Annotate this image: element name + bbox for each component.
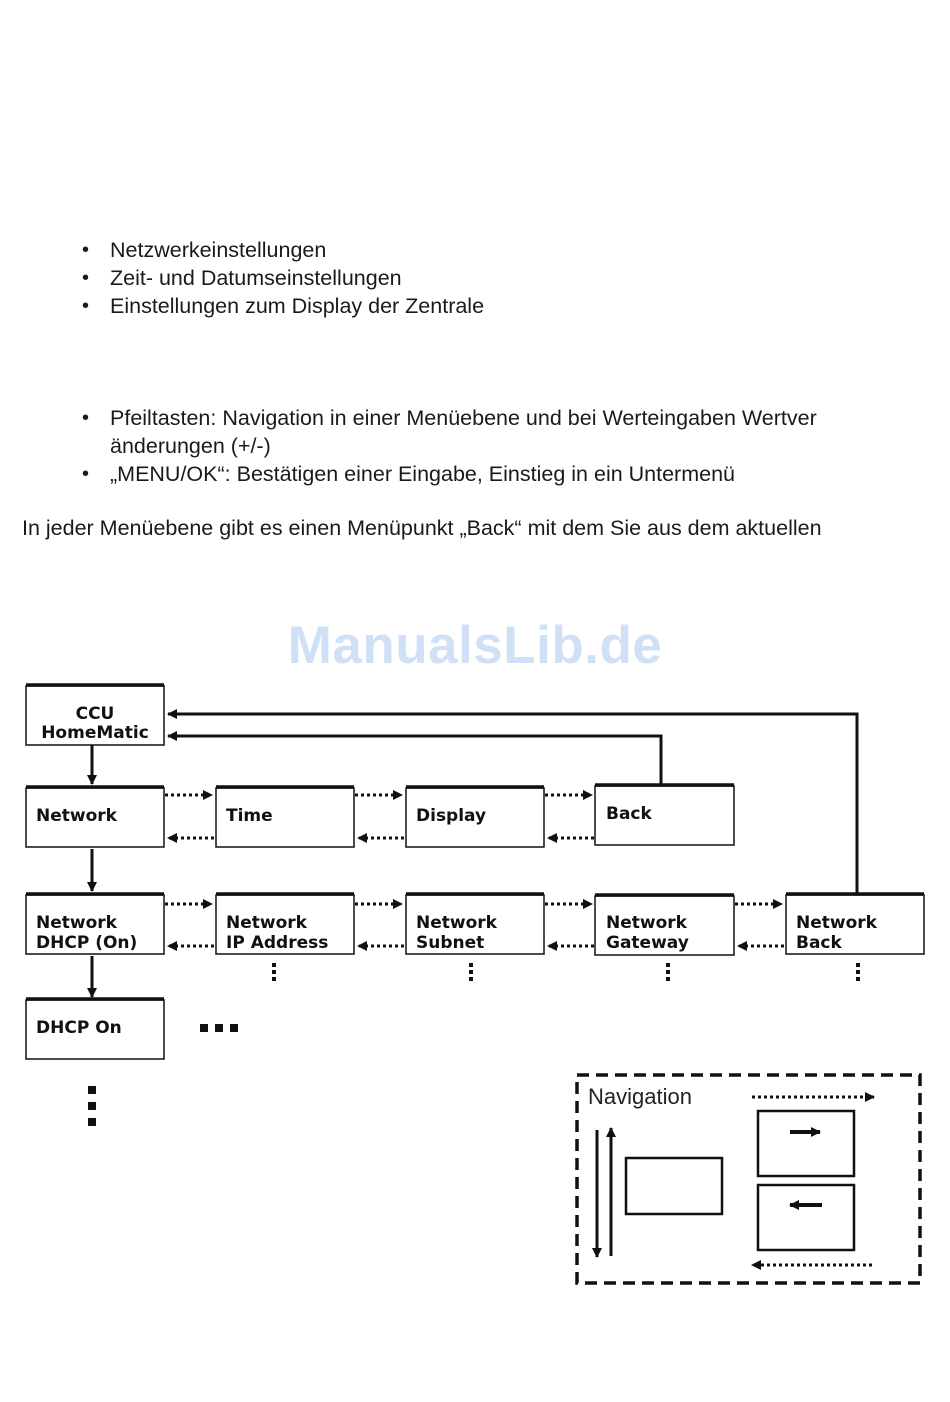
list-item-line: Pfeiltasten: Navigation in einer Menüebe…: [110, 406, 817, 430]
box-time-label: Time: [226, 806, 273, 826]
box-back-label: Back: [606, 804, 653, 824]
list-item: Pfeiltasten: Navigation in einer Menüebe…: [0, 404, 817, 460]
arrow-netback-to-ccu: [167, 709, 859, 893]
display-screen-icon: [624, 1156, 724, 1216]
box-netback-line1: Network: [796, 913, 878, 933]
box-dhcp-on-label: DHCP On: [36, 1018, 122, 1038]
legend-title: Navigation: [588, 1084, 692, 1109]
list-item-line: änderungen (+/-): [110, 434, 271, 458]
box-ip-line2: IP Address: [226, 933, 328, 953]
watermark-text: ManualsLib.de: [287, 616, 663, 675]
box-netback-line2: Back: [796, 933, 843, 953]
settings-list: Netzwerkeinstellungen Zeit- und Datumsei…: [0, 236, 484, 320]
list-item: „MENU/OK“: Bestätigen einer Eingabe, Ein…: [0, 460, 817, 488]
list-item: Zeit- und Datumseinstellungen: [0, 264, 484, 292]
right-key-icon: [756, 1109, 856, 1178]
list-item: Einstellungen zum Display der Zentrale: [0, 292, 484, 320]
box-subnet-line2: Subnet: [416, 933, 484, 953]
list-item: Netzwerkeinstellungen: [0, 236, 484, 264]
box-ccu-line1: CCU: [76, 704, 115, 724]
left-key-icon: [756, 1183, 856, 1252]
box-network-label: Network: [36, 806, 118, 826]
arrow-back-to-ccu: [167, 731, 663, 784]
box-dhcp-line2: DHCP (On): [36, 933, 137, 953]
box-ccu-line2: HomeMatic: [41, 723, 149, 743]
box-ip-line1: Network: [226, 913, 308, 933]
box-gateway-line1: Network: [606, 913, 688, 933]
keys-list: Pfeiltasten: Navigation in einer Menüebe…: [0, 404, 817, 488]
body-paragraph: In jeder Menüebene gibt es einen Menüpun…: [22, 516, 822, 540]
navigation-legend: Navigation: [575, 1073, 922, 1285]
continuation-dots: [88, 963, 860, 1126]
box-gateway-line2: Gateway: [606, 933, 689, 953]
box-dhcp-line1: Network: [36, 913, 118, 933]
box-display-label: Display: [416, 806, 486, 826]
box-subnet-line1: Network: [416, 913, 498, 933]
